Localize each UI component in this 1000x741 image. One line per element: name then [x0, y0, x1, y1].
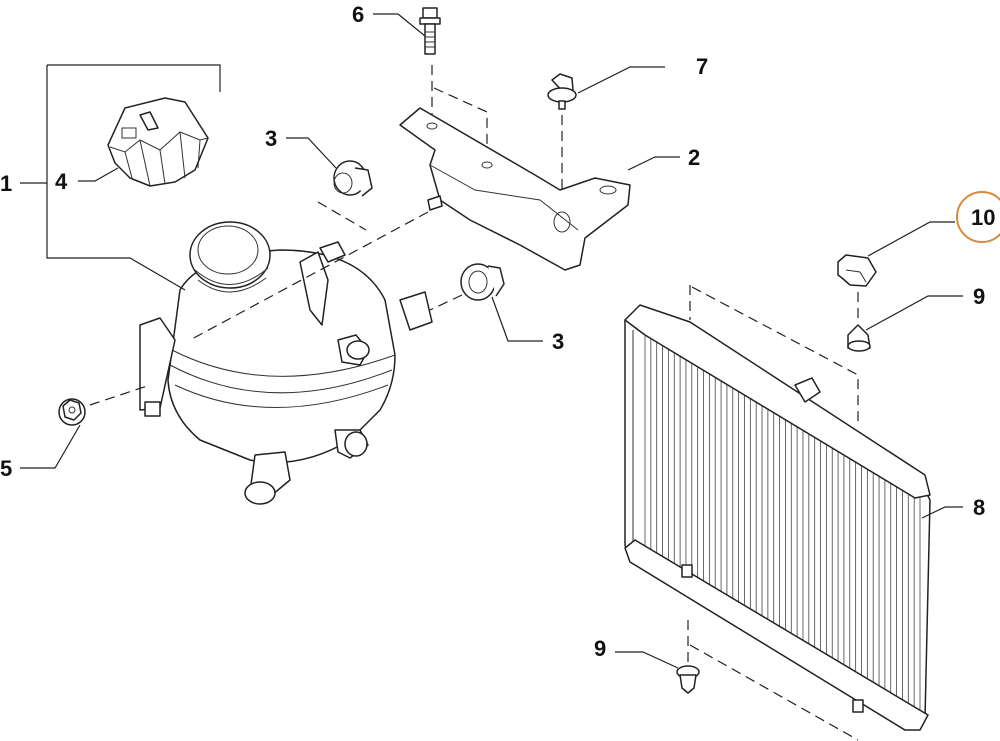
callout-3-lower[interactable]: 3	[552, 329, 564, 354]
grommet-assembly-line	[317, 201, 367, 231]
part-mounting-bracket[interactable]	[399, 107, 631, 271]
leader-4	[78, 167, 119, 182]
callout-2[interactable]: 2	[688, 145, 700, 170]
callout-9-upper[interactable]: 9	[973, 284, 985, 309]
callout-10[interactable]: 10	[971, 205, 995, 230]
callout-4[interactable]: 4	[55, 169, 68, 194]
bracket-1	[46, 64, 221, 291]
leader-7	[577, 66, 665, 94]
part-rubber-grommet-lower[interactable]	[460, 263, 505, 301]
radiator-fins	[644, 335, 921, 720]
leader-6	[373, 13, 426, 37]
callout-8[interactable]: 8	[973, 495, 985, 520]
leader-9a	[865, 295, 963, 331]
leader-3b	[491, 296, 543, 342]
part-bolt[interactable]	[419, 7, 441, 55]
leader-2	[627, 156, 680, 171]
callout-7[interactable]: 7	[696, 54, 708, 79]
leader-8	[921, 506, 963, 519]
highlight-circle-10	[956, 191, 1000, 243]
callout-6[interactable]: 6	[352, 2, 364, 27]
radiator-bottom-assembly-line-2	[689, 644, 859, 741]
part-expansion-tank[interactable]	[139, 221, 433, 505]
callout-9-lower[interactable]: 9	[594, 636, 606, 661]
tank-bracket-assembly-line	[189, 211, 429, 341]
part-radiator[interactable]	[624, 304, 931, 731]
part-filler-cap[interactable]	[107, 97, 209, 187]
tank-grommet-assembly-line	[429, 294, 463, 311]
part-rubber-grommet-upper[interactable]	[333, 160, 373, 197]
leader-3a	[286, 137, 337, 169]
callout-3-upper[interactable]: 3	[265, 126, 277, 151]
part-rubber-mount-lower[interactable]	[676, 665, 700, 694]
part-bracket-clip[interactable]	[837, 254, 877, 287]
callout-5[interactable]: 5	[0, 456, 12, 481]
part-rubber-mount-upper[interactable]	[847, 324, 871, 352]
callout-1[interactable]: 1	[0, 171, 12, 196]
nut-assembly-line	[89, 384, 151, 406]
bolt-assembly-line-2	[433, 87, 488, 160]
leader-5	[20, 424, 81, 469]
part-clip-fastener[interactable]	[547, 73, 577, 110]
leader-9b	[615, 651, 679, 669]
leader-10	[867, 221, 955, 257]
part-flange-nut[interactable]	[58, 398, 86, 426]
